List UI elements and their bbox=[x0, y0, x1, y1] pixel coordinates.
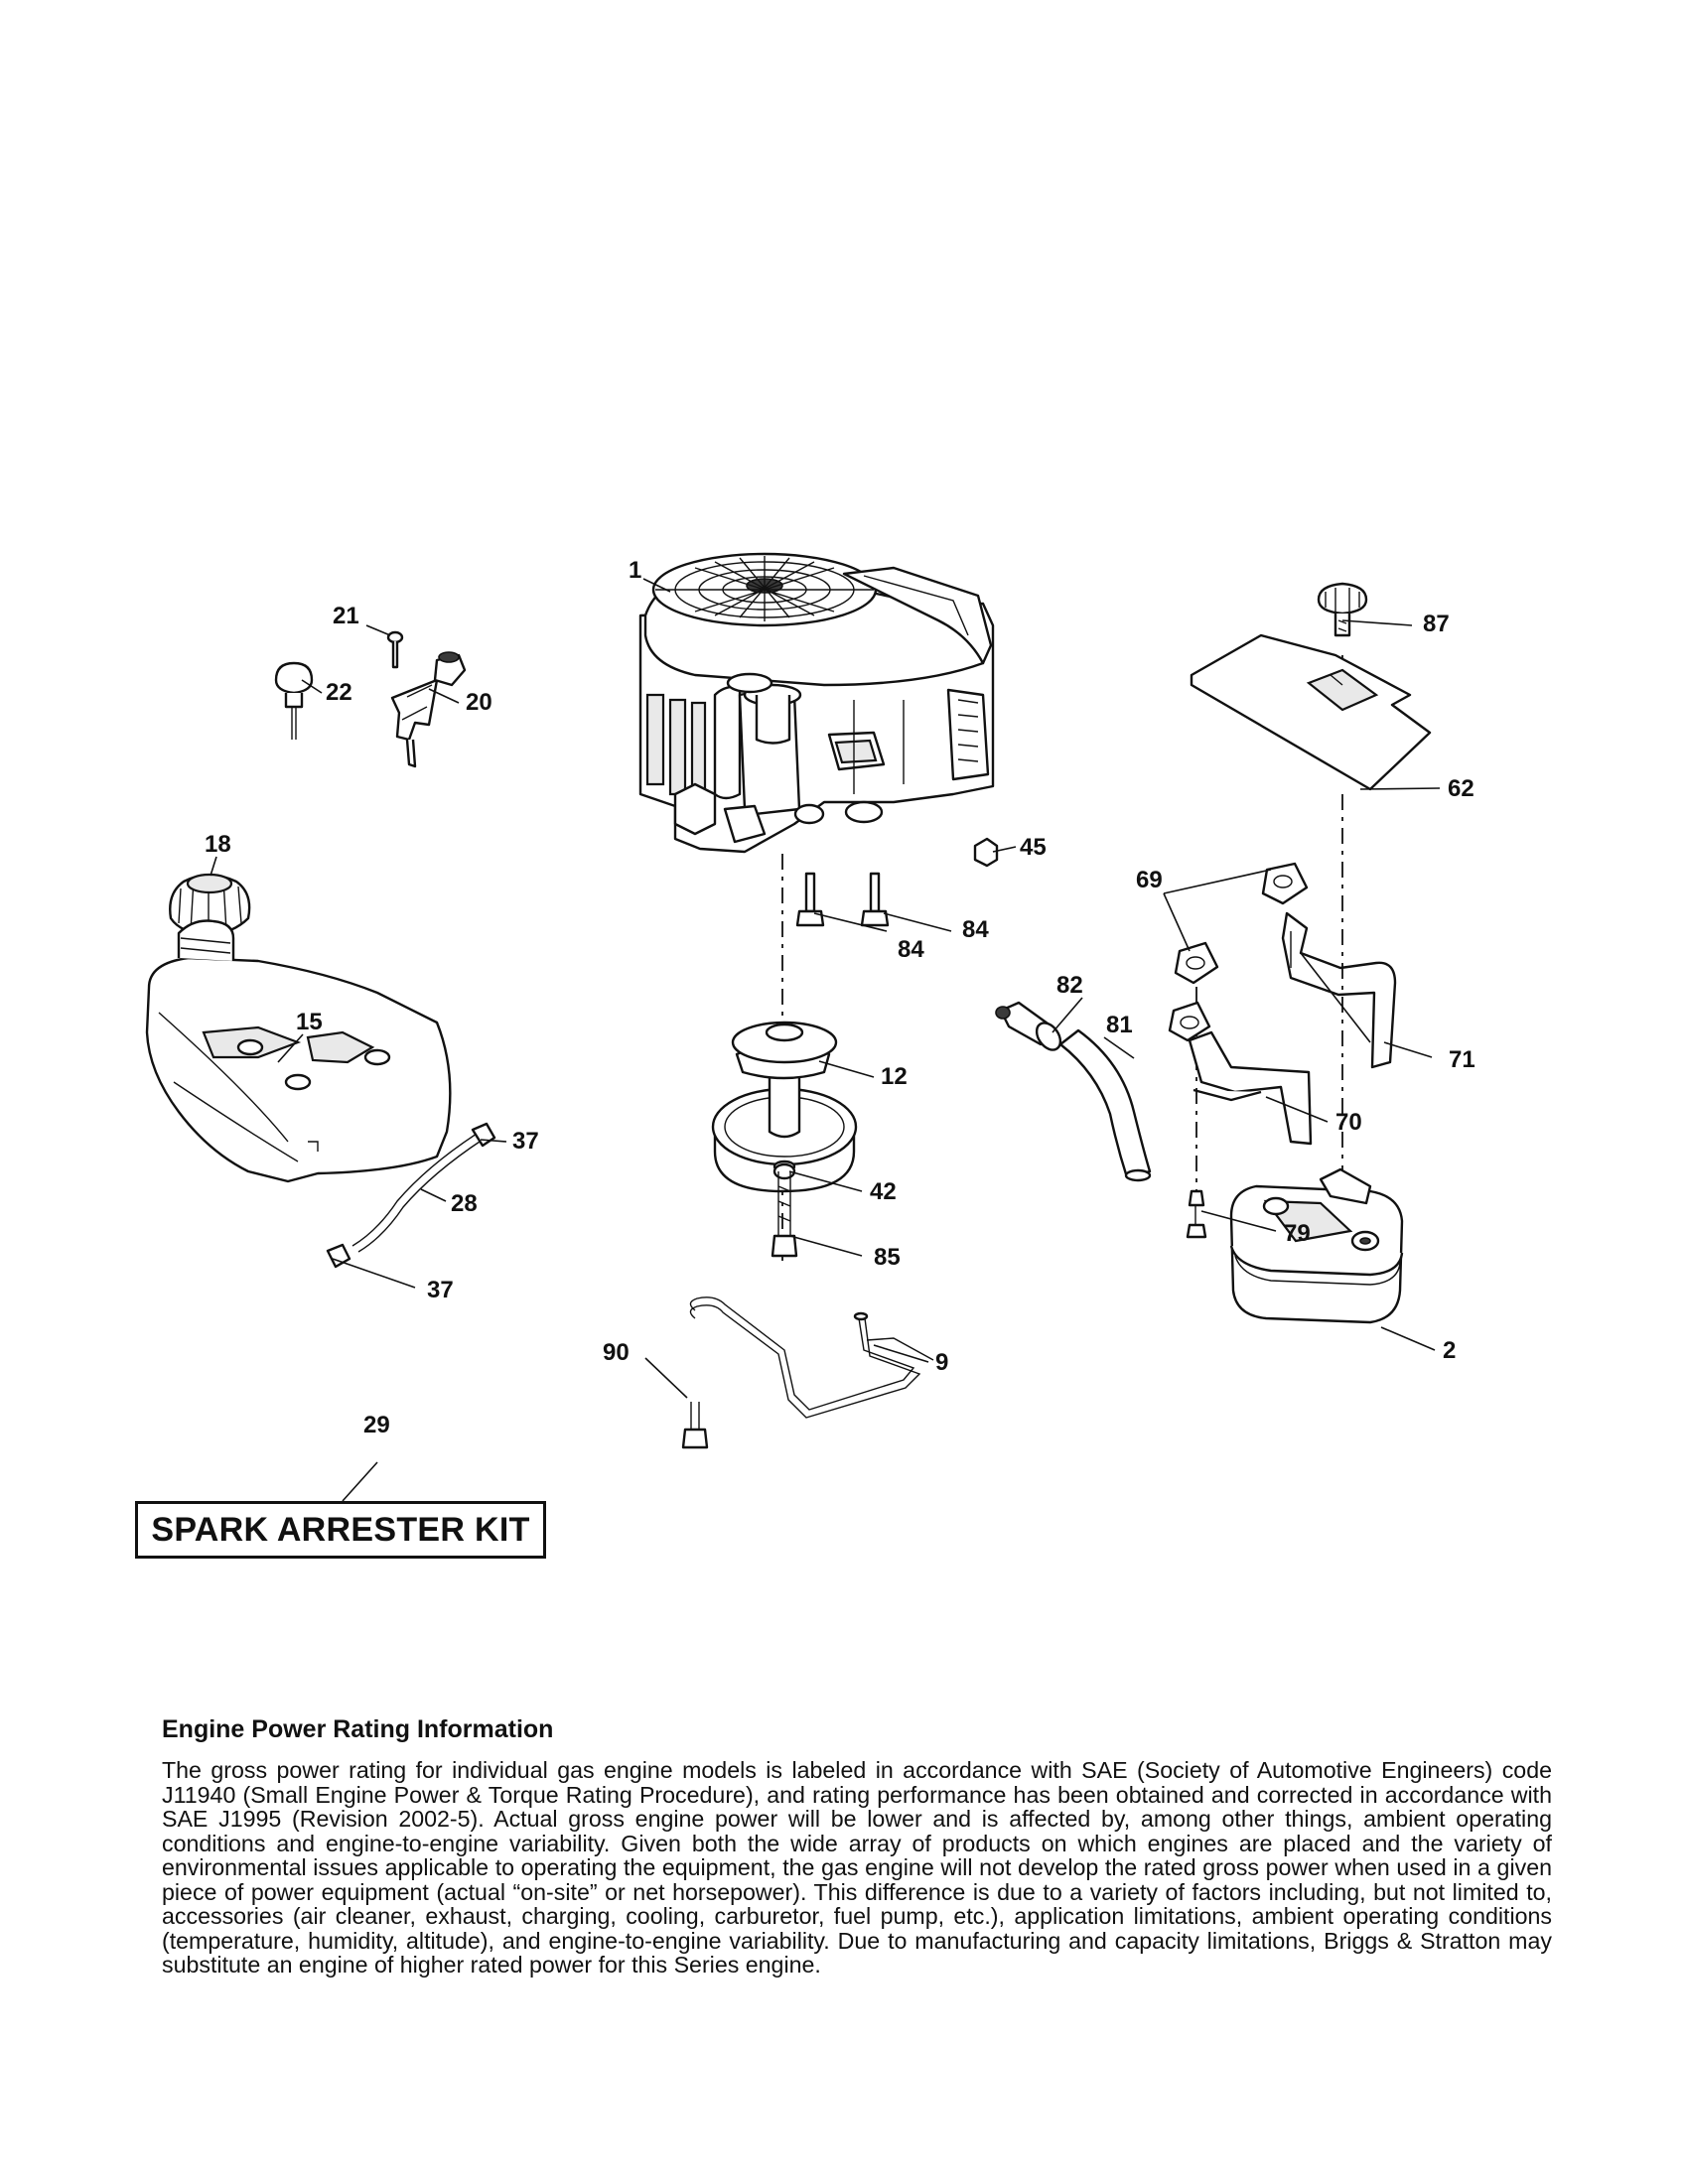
callout-2: 2 bbox=[1443, 1337, 1456, 1364]
callout-15: 15 bbox=[296, 1009, 323, 1035]
callout-84-left: 84 bbox=[898, 936, 924, 963]
callout-84-right: 84 bbox=[962, 916, 989, 943]
callout-28: 28 bbox=[451, 1190, 478, 1217]
callout-71: 71 bbox=[1449, 1046, 1475, 1073]
callout-labels: 1 2 9 12 15 18 20 21 22 28 29 37 37 42 4… bbox=[205, 557, 1475, 1438]
callout-leader-lines bbox=[210, 578, 1441, 1502]
callout-87: 87 bbox=[1423, 611, 1450, 637]
callout-82: 82 bbox=[1056, 972, 1083, 999]
fuel-tank-parts bbox=[145, 873, 496, 1269]
callout-37-lower: 37 bbox=[427, 1277, 454, 1303]
callout-20: 20 bbox=[466, 689, 492, 716]
support-rod-parts bbox=[681, 1297, 934, 1449]
callout-18: 18 bbox=[205, 831, 231, 858]
callout-62: 62 bbox=[1448, 775, 1474, 802]
heat-shield-parts bbox=[1190, 582, 1432, 1191]
muffler-illustration bbox=[1229, 1167, 1404, 1324]
callout-22: 22 bbox=[326, 679, 352, 706]
engine-illustration bbox=[638, 552, 995, 854]
callout-70: 70 bbox=[1335, 1109, 1362, 1136]
callout-79: 79 bbox=[1284, 1220, 1311, 1247]
exhaust-pipe-parts bbox=[1168, 862, 1397, 1239]
callout-90: 90 bbox=[603, 1339, 630, 1366]
callout-37-upper: 37 bbox=[512, 1128, 539, 1155]
spark-arrester-kit-label: SPARK ARRESTER KIT bbox=[135, 1501, 546, 1559]
callout-1: 1 bbox=[629, 557, 641, 584]
callout-12: 12 bbox=[881, 1063, 908, 1090]
callout-29: 29 bbox=[363, 1412, 390, 1438]
callout-81: 81 bbox=[1106, 1012, 1133, 1038]
engine-power-rating-section: Engine Power Rating Information The gros… bbox=[162, 1715, 1552, 1978]
callout-85: 85 bbox=[874, 1244, 901, 1271]
callout-45: 45 bbox=[1020, 834, 1047, 861]
engine-pulley-parts bbox=[711, 1021, 858, 1258]
info-title: Engine Power Rating Information bbox=[162, 1715, 554, 1743]
fuel-filter-hose-parts bbox=[995, 1001, 1152, 1182]
throttle-bracket-parts bbox=[274, 630, 467, 768]
callout-21: 21 bbox=[333, 603, 359, 629]
callout-69: 69 bbox=[1136, 867, 1163, 893]
callout-9: 9 bbox=[935, 1349, 948, 1376]
callout-42: 42 bbox=[870, 1178, 897, 1205]
engine-mount-bolts bbox=[795, 837, 999, 927]
info-body: The gross power rating for individual ga… bbox=[162, 1757, 1552, 1978]
